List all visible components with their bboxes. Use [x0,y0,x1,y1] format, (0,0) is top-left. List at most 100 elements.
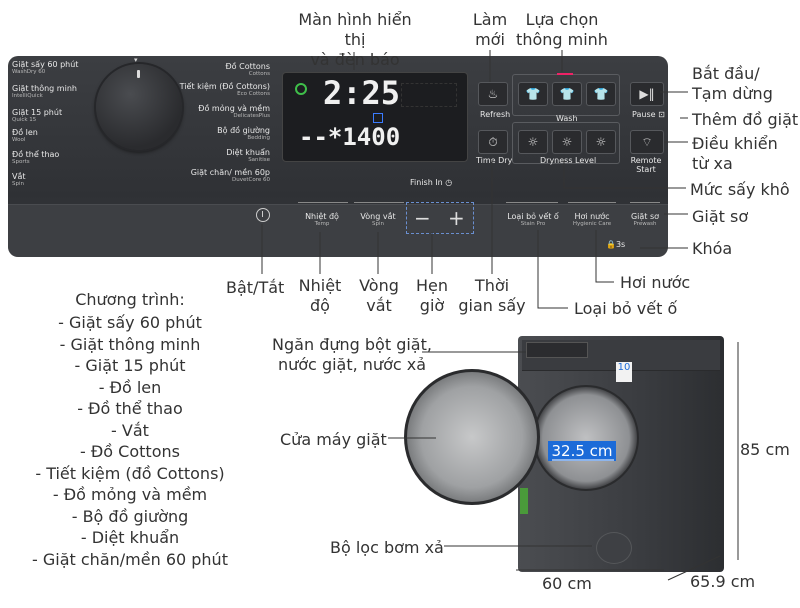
washer-door[interactable] [404,369,540,505]
spin-indicator-bar [354,202,404,203]
shirt-icon: 👕 [593,87,609,101]
delay-timer-group [406,202,474,234]
shirt-icon: 👕 [525,87,541,101]
dryness-1-button[interactable]: ☼ [518,130,548,154]
leader-stain [537,230,568,309]
dimension-width: 60 cm [542,574,592,593]
program-item: - Giặt chăn/mền 60 phút [32,549,228,569]
lcd-display: 2:25 --*1400 [282,72,468,162]
program-en: WashDry 60 [12,69,46,75]
callout-steam: Hơi nước [620,273,691,292]
detergent-drawer[interactable] [526,342,588,358]
program-item: - Đồ Cottons [80,442,180,461]
drain-pump-filter[interactable] [596,532,632,564]
program-en: Eco Cottons [237,91,270,97]
power-button[interactable] [256,208,270,222]
program-selector-knob[interactable] [96,64,182,150]
temp-en: Temp [314,221,330,227]
clock-icon: ◷ [445,178,453,187]
wash-option-3-button[interactable]: 👕 [586,82,616,106]
shirt-icon: 👕 [559,87,575,101]
program-vi: Giặt thông minh [12,84,77,93]
program-item: - Đồ mỏng và mềm [52,485,208,504]
program-item: - Giặt thông minh [59,334,201,354]
delay-plus-button[interactable]: + [448,206,465,230]
program-vi: Diệt khuẩn [226,148,270,157]
callout-spin: Vòng vắt [359,276,399,315]
program-item: - Bộ đồ giường [71,506,189,526]
refresh-label: Refresh [480,110,511,119]
programs-title: Chương trình: [75,290,185,309]
time-dry-button[interactable]: ⏱ [478,130,508,154]
wash-label: Wash [556,114,578,123]
wash-indicator [557,73,573,75]
spin-en: Spin [372,221,384,227]
dim-depth-line [667,555,721,581]
program-vi: Đồ thể thao [12,150,60,159]
program-en: Sports [12,159,30,165]
temp-indicator-bar [298,202,348,203]
prewash-vi: Giặt sơ [630,212,660,221]
callout-refresh: Làm mới [472,10,508,49]
sun-icon: ☼ [595,135,607,149]
stain-en: Stain Pro [520,221,546,227]
display-spin-speed: --*1400 [299,123,401,151]
program-item: - Giặt sấy 60 phút [58,313,202,332]
program-item: - Vắt [111,420,149,440]
spin-vi: Vòng vắt [360,212,396,221]
refresh-button[interactable]: ♨ [478,82,508,106]
program-en: Quick 15 [12,117,37,123]
eco-leaf-icon [295,83,307,95]
program-vi: Đồ mỏng và mềm [198,104,270,113]
prewash-en: Prewash [633,221,657,227]
callout-start-pause: Bắt đầu/ Tạm dừng [692,64,773,103]
dimension-depth: 65.9 cm [690,572,756,591]
program-en: Spin [12,181,24,187]
washer-drum [533,385,639,491]
program-vi: Đồ Cottons [225,62,270,71]
leader-steam [595,230,614,283]
program-vi: Giặt 15 phút [12,108,63,117]
program-en: Wool [12,137,26,143]
program-item: - Đồ len [98,377,162,397]
wash-option-2-button[interactable]: 👕 [552,82,582,106]
callout-filter: Bộ lọc bơm xả [330,538,444,557]
child-lock-indicator: 🔒3s [606,240,625,249]
callout-smart-choice: Lựa chọn thông minh [516,10,608,49]
program-item: - Giặt 15 phút [74,356,186,375]
dryness-level-label: Dryness Level [540,156,597,165]
panel-program-eco-cottons: Tiết kiệm (Đồ Cottons)Eco Cottons [168,82,270,97]
remote-start-label: Remote Start [630,156,662,174]
wash-option-1-button[interactable]: 👕 [518,82,548,106]
dryness-2-button[interactable]: ☼ [552,130,582,154]
steam-indicator-bar [568,202,616,203]
program-vi: Đồ len [12,128,38,137]
callout-power: Bật/Tắt [226,278,285,297]
callout-time-dry: Thời gian sấy [458,276,526,315]
dryness-3-button[interactable]: ☼ [586,130,616,154]
program-vi: Tiết kiệm (Đồ Cottons) [179,82,270,91]
callout-delay: Hẹn giờ [415,276,448,315]
delay-minus-button[interactable]: − [414,206,431,230]
timer-icon: ⏱ [488,135,498,149]
program-vi: Giặt chăn/ mền 60p [190,168,270,177]
remote-start-button[interactable]: ⌔ [630,130,664,154]
callout-prewash: Giặt sơ [692,207,749,226]
sticker-green [520,488,528,514]
start-pause-button[interactable]: ▶‖ [630,82,664,106]
sun-icon: ☼ [561,135,573,149]
knob-marker-icon: ▾ [134,56,138,64]
callout-remote: Điều khiển từ xa [692,134,778,173]
